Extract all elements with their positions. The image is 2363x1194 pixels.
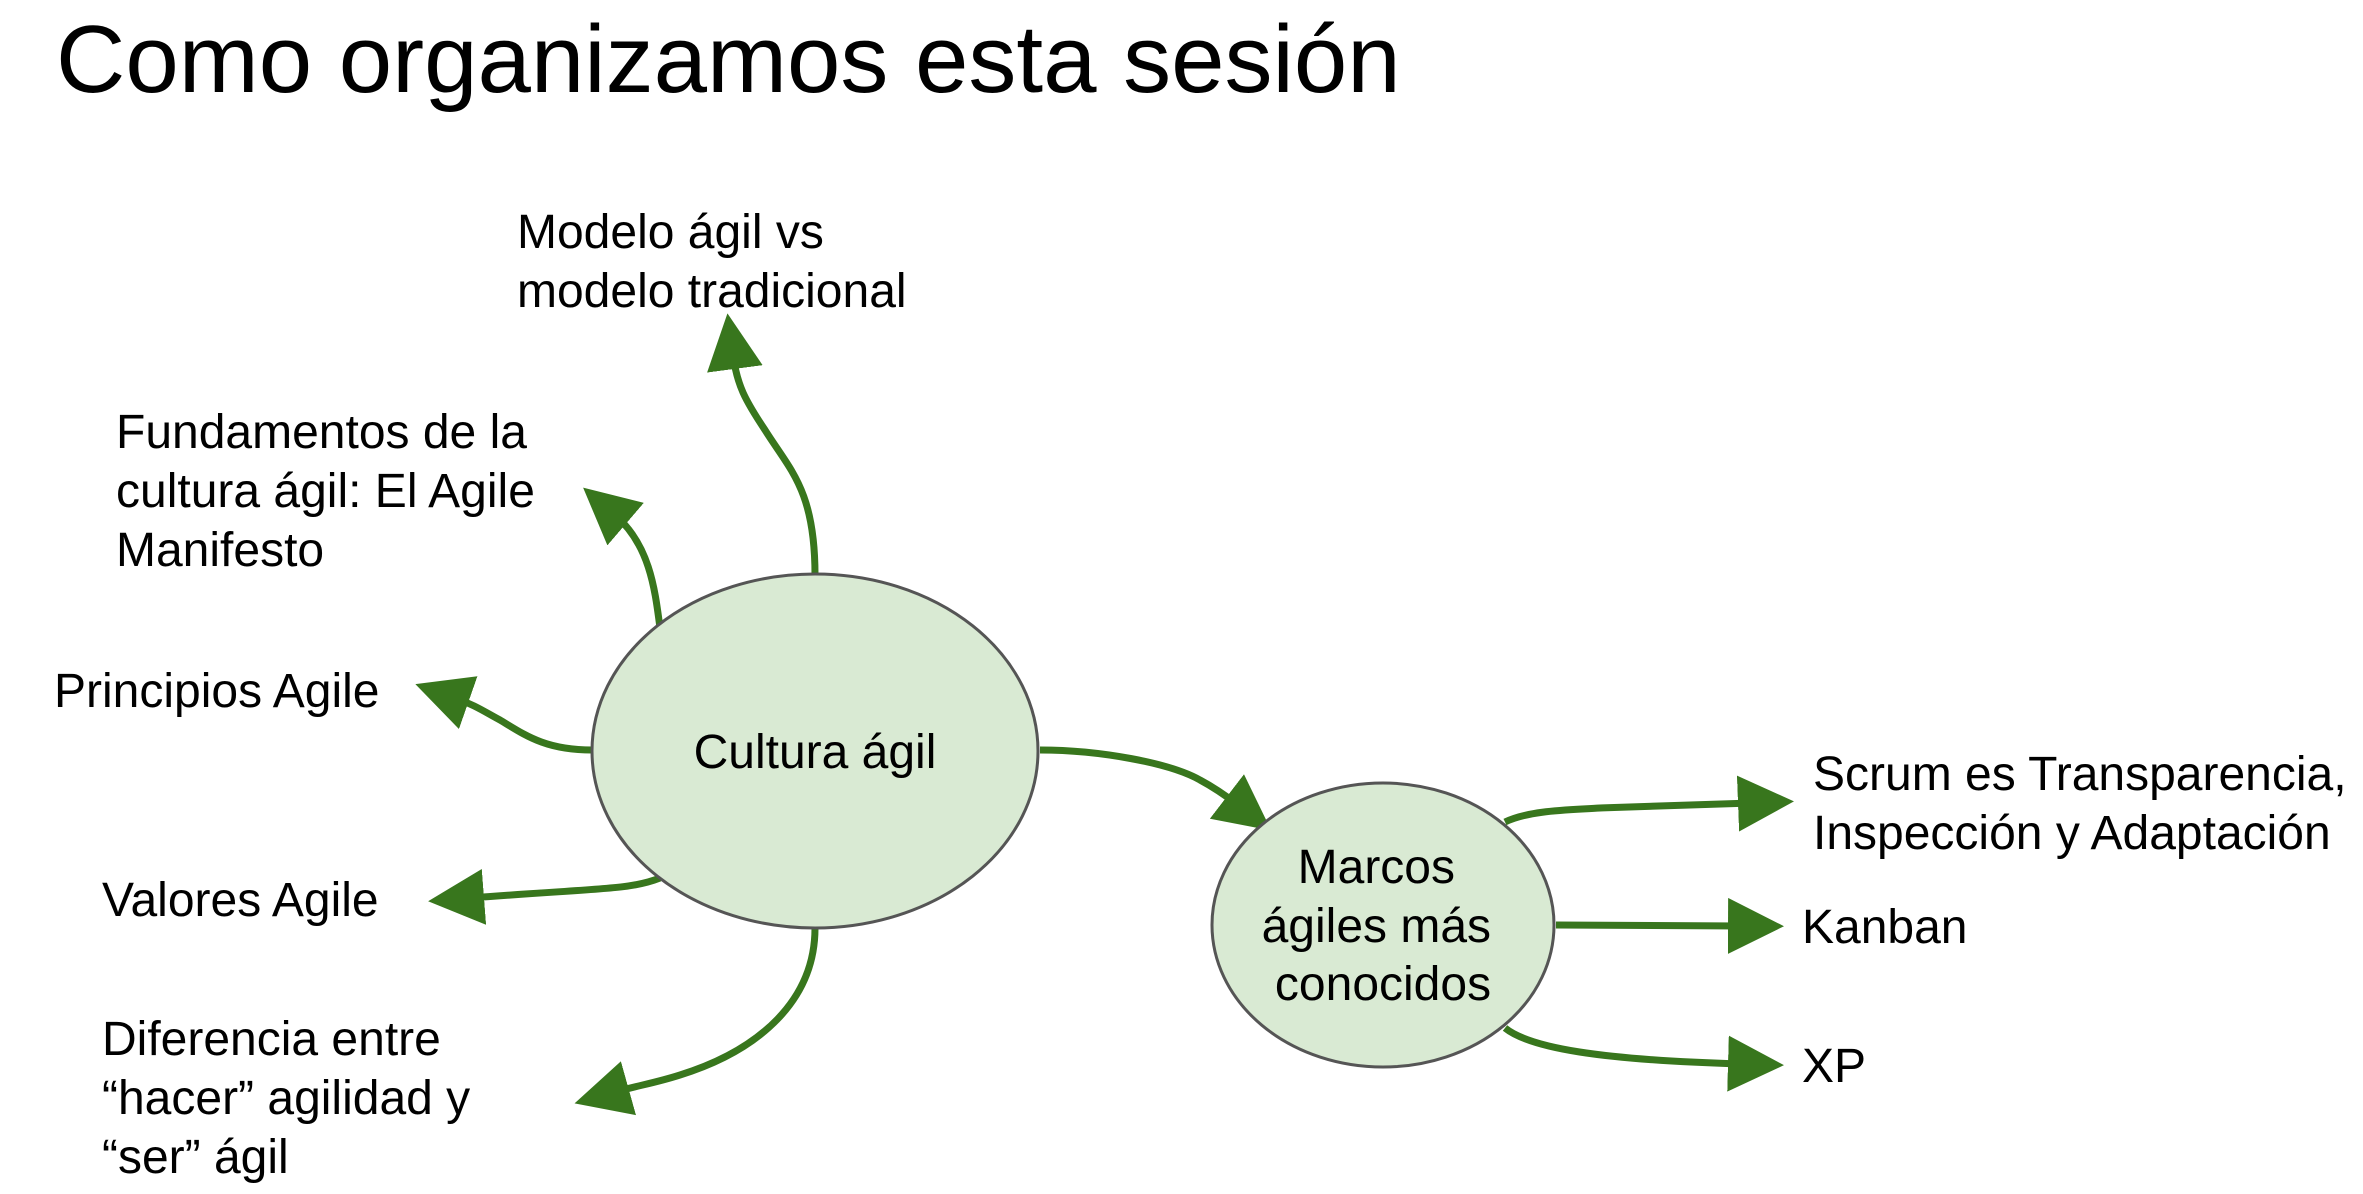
arrow-to-fundamentos xyxy=(583,487,664,629)
label-xp: XP xyxy=(1802,1040,1866,1093)
label-scrum: Scrum es Transparencia, Inspección y Ada… xyxy=(1813,748,2360,860)
arrow-to-scrum xyxy=(1503,775,1794,832)
node-cultura-shape xyxy=(590,572,1040,930)
node-marcos-line-3: conocidos xyxy=(1275,958,1491,1011)
arrows-cultura xyxy=(415,313,1272,1116)
node-cultura: Cultura ágil xyxy=(590,572,1040,930)
node-marcos-label: Marcos ágiles más conocidos xyxy=(1262,841,1505,1011)
node-marcos-line-1: Marcos xyxy=(1298,841,1455,894)
arrows-marcos xyxy=(1502,775,1794,1092)
arrow-to-diferencia xyxy=(574,927,819,1116)
node-cultura-label: Cultura ágil xyxy=(694,726,937,779)
label-valores: Valores Agile xyxy=(102,874,379,927)
arrow-to-xp xyxy=(1502,1025,1784,1092)
arrow-to-kanban xyxy=(1555,897,1784,954)
node-marcos-shape xyxy=(1210,781,1556,1069)
arrow-to-modelo xyxy=(707,313,819,576)
slide-title: Como organizamos esta sesión xyxy=(56,6,1401,113)
arrow-to-principios xyxy=(415,676,593,754)
label-fundamentos: Fundamentos de la cultura ágil: El Agile… xyxy=(116,406,548,577)
arrow-to-marcos xyxy=(1039,746,1272,831)
arrow-to-valores xyxy=(428,869,662,925)
label-principios: Principios Agile xyxy=(54,665,380,718)
node-marcos: Marcos ágiles más conocidos xyxy=(1210,781,1556,1069)
label-kanban: Kanban xyxy=(1802,901,1968,954)
node-marcos-line-2: ágiles más xyxy=(1262,900,1491,953)
label-diferencia: Diferencia entre “hacer” agilidad y “ser… xyxy=(102,1013,484,1184)
label-modelo: Modelo ágil vs modelo tradicional xyxy=(517,206,907,318)
